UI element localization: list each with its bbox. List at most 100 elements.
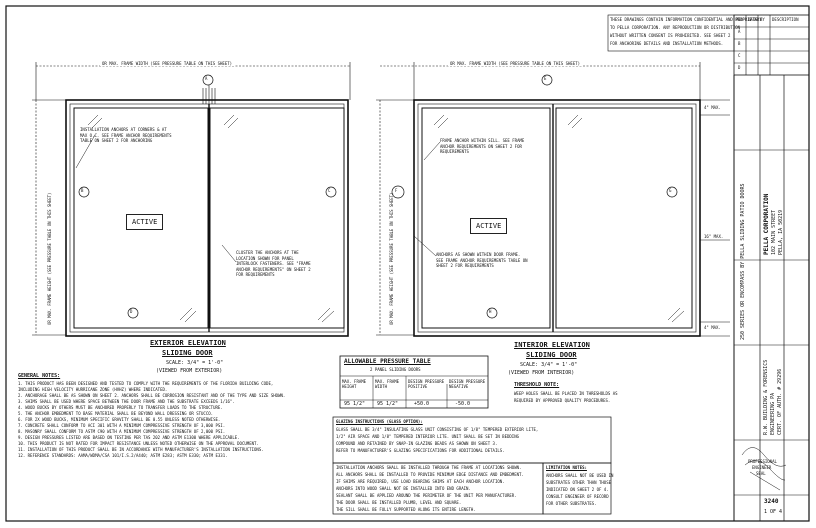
section-marker: E <box>544 76 547 81</box>
glazing-note-line: COMPOUND AND RETAINED BY SNAP-IN GLAZING… <box>336 441 498 446</box>
int-active-panel <box>421 107 551 329</box>
ext-elevation-title: EXTERIOR ELEVATION <box>150 339 226 347</box>
limitation-note-title: LIMITATION NOTES: <box>546 465 587 470</box>
pressure-table-frame <box>339 355 489 409</box>
glazing-note-line: GLASS SHALL BE 3/4" INSULATING GLASS UNI… <box>336 427 539 432</box>
rev-header: REV <box>736 17 744 22</box>
rev-header: BY <box>760 17 765 22</box>
drawing-number: 3240 <box>764 498 779 505</box>
general-note-line: 12. REFERENCE STANDARDS: AAMA/WDMA/CSA 1… <box>18 453 228 458</box>
dim-right-top: 4" MAX. <box>704 105 721 110</box>
section-marker: G <box>669 188 672 193</box>
pressure-table-title: ALLOWABLE PRESSURE TABLE <box>344 358 431 365</box>
installation-note-line: SEALANT SHALL BE APPLIED AROUND THE PERI… <box>336 493 517 498</box>
ext-width-dim: OR MAX. FRAME WIDTH (SEE PRESSURE TABLE … <box>100 61 235 66</box>
section-marker: B <box>81 188 84 193</box>
ext-active-panel <box>73 107 209 329</box>
glazing-note-title: GLAZING INSTRUCTIONS (GLASS OPTION): <box>336 419 423 424</box>
seal-text: SEAL <box>756 471 766 476</box>
general-notes-title: GENERAL NOTES: <box>18 373 61 379</box>
top-note-line: WITHOUT WRITTEN CONSENT IS PROHIBITED. S… <box>610 33 731 38</box>
ext-scale: SCALE: 3/4" = 1'-0" <box>166 360 224 366</box>
general-note-line: 11. INSTALLATION OF THIS PRODUCT SHALL B… <box>18 447 264 452</box>
limitation-note-line: INDICATED ON SHEET 2 OF 4. <box>546 487 609 492</box>
ext-view-note: (VIEWED FROM EXTERIOR) <box>156 368 223 374</box>
general-note-line: 2. ANCHORAGE SHALL BE AS SHOWN ON SHEET … <box>18 393 286 398</box>
limitation-note-box <box>542 462 612 515</box>
int-elevation-title: INTERIOR ELEVATION <box>514 341 590 349</box>
glazing-note-line: REFER TO MANUFACTURER'S GLAZING SPECIFIC… <box>336 448 505 453</box>
ext-cluster-callout: CLUSTER THE ANCHORS AT THE LOCATION SHOW… <box>236 250 311 278</box>
int-frame-callout: FRAME ANCHOR WITHIN SILL. SEE FRAME ANCH… <box>440 138 525 155</box>
int-view-note: (VIEWED FROM INTERIOR) <box>508 370 575 376</box>
rev-letter: A <box>738 29 741 34</box>
general-note-line: 6. FOR 2X WOOD BUCKS, MINIMUM SPECIFIC G… <box>18 417 221 422</box>
general-note-line: 3. SHIMS SHALL BE USED WHERE SPACE BETWE… <box>18 399 235 404</box>
installation-note-line: THE DOOR SHALL BE INSTALLED PLUMB, LEVEL… <box>336 500 462 505</box>
int-height-dim: OR MAX. FRAME HEIGHT (SEE PRESSURE TABLE… <box>389 192 394 325</box>
limitation-note-line: SUBSTRATES OTHER THAN THOSE <box>546 480 612 485</box>
company-city: PELLA, IA 50219 <box>778 209 784 255</box>
rev-letter: D <box>738 65 741 70</box>
general-note-line: 1. THIS PRODUCT HAS BEEN DESIGNED AND TE… <box>18 381 274 386</box>
int-width-dim: OR MAX. FRAME WIDTH (SEE PRESSURE TABLE … <box>448 61 583 66</box>
seal-text: ENGINEER <box>752 465 772 470</box>
top-note-box <box>607 14 735 52</box>
limitation-note-line: ANCHORS SHALL NOT BE USED IN <box>546 473 614 478</box>
seal-mark <box>741 447 787 491</box>
int-active-label: ACTIVE <box>470 218 508 234</box>
ext-elevation-subtitle: SLIDING DOOR <box>162 349 213 357</box>
installation-note-line: INSTALLATION ANCHORS SHALL BE INSTALLED … <box>336 465 522 470</box>
pressure-col-header: DESIGN PRESSURE NEGATIVE <box>449 379 486 390</box>
installation-note-line: ANCHORS INTO WOOD SHALL NOT BE INSTALLED… <box>336 486 471 491</box>
top-note-line: FOR ANCHORING DETAILS AND INSTALLATION M… <box>610 41 724 46</box>
ext-door-frame <box>65 99 349 337</box>
pressure-col-header: MAX. FRAME HEIGHT <box>342 379 367 390</box>
pressure-cell: 95 1/2" <box>344 401 366 407</box>
pressure-table-subtitle: 2 PANEL SLIDING DOORS <box>370 367 421 372</box>
rev-header: DATE <box>748 17 758 22</box>
engineer-name: R.W. BUILDING & FORENSICS <box>763 359 769 435</box>
section-marker: F <box>395 188 398 193</box>
company-name: PELLA CORPORATION <box>763 193 770 255</box>
ext-height-dim: OR MAX. FRAME HEIGHT (SEE PRESSURE TABLE… <box>47 192 52 325</box>
installation-note-line: IF SHIMS ARE REQUIRED, USE LOAD BEARING … <box>336 479 505 484</box>
glazing-note-line: 1/2" AIR SPACE AND 1/8" TEMPERED INTERIO… <box>336 434 520 439</box>
sheet-label: 1 OF 4 <box>764 509 783 515</box>
general-note-line: 4. WOOD BUCKS BY OTHERS MUST BE ANCHORED… <box>18 405 223 410</box>
pressure-cell: 95 1/2" <box>377 401 399 407</box>
section-marker: A <box>205 76 208 81</box>
section-marker: H <box>489 309 492 314</box>
general-note-line: INCLUDING HIGH VELOCITY HURRICANE ZONE (… <box>18 387 168 392</box>
seal-text: PROFESSIONAL <box>748 459 777 464</box>
general-note-line: 10. THIS PRODUCT IS NOT RATED FOR IMPACT… <box>18 441 259 446</box>
engineer-line: ENGINEERING PA <box>770 392 776 435</box>
revision-grid <box>733 14 810 76</box>
ext-anchor-callout: INSTALLATION ANCHORS AT CORNERS & AT MAX… <box>80 127 172 144</box>
company-address: 102 MAIN STREET <box>771 209 777 255</box>
pressure-col-header: DESIGN PRESSURE POSITIVE <box>408 379 445 390</box>
rev-header: DESCRIPTION <box>772 17 799 22</box>
rev-letter: C <box>738 53 741 58</box>
engineer-cert: CERT. OF AUTH. # 29296 <box>777 368 783 435</box>
rev-letter: B <box>738 41 741 46</box>
threshold-note-line: REQUIRED BY APPROVED QUALITY PROCEDURES. <box>514 398 611 403</box>
threshold-note-line: WEEP HOLES SHALL BE PLACED IN THRESHOLDS… <box>514 391 618 396</box>
int-scale: SCALE: 3/4" = 1'-0" <box>520 362 578 368</box>
int-fixed-panel <box>555 107 693 329</box>
pressure-cell: +50.0 <box>414 401 430 407</box>
general-note-line: 8. MASONRY SHALL CONFORM TO ASTM C90 WIT… <box>18 429 226 434</box>
pressure-col-header: MAX. FRAME WIDTH <box>375 379 400 390</box>
installation-note-line: THE SILL SHALL BE FULLY SUPPORTED ALONG … <box>336 507 476 512</box>
ext-active-label: ACTIVE <box>126 214 164 230</box>
int-anchor-callout: ANCHORS AS SHOWN WITHIN DOOR FRAME. SEE … <box>436 252 528 269</box>
int-door-frame <box>413 99 701 337</box>
top-note-line: THESE DRAWINGS CONTAIN INFORMATION CONFI… <box>610 17 762 22</box>
int-elevation-subtitle: SLIDING DOOR <box>526 351 577 359</box>
section-marker: D <box>130 309 133 314</box>
limitation-note-line: CONSULT ENGINEER OF RECORD <box>546 494 609 499</box>
general-note-line: 5. THE ANCHOR EMBEDMENT TO BASE MATERIAL… <box>18 411 214 416</box>
dim-right-mid: 16" MAX. <box>704 234 724 239</box>
